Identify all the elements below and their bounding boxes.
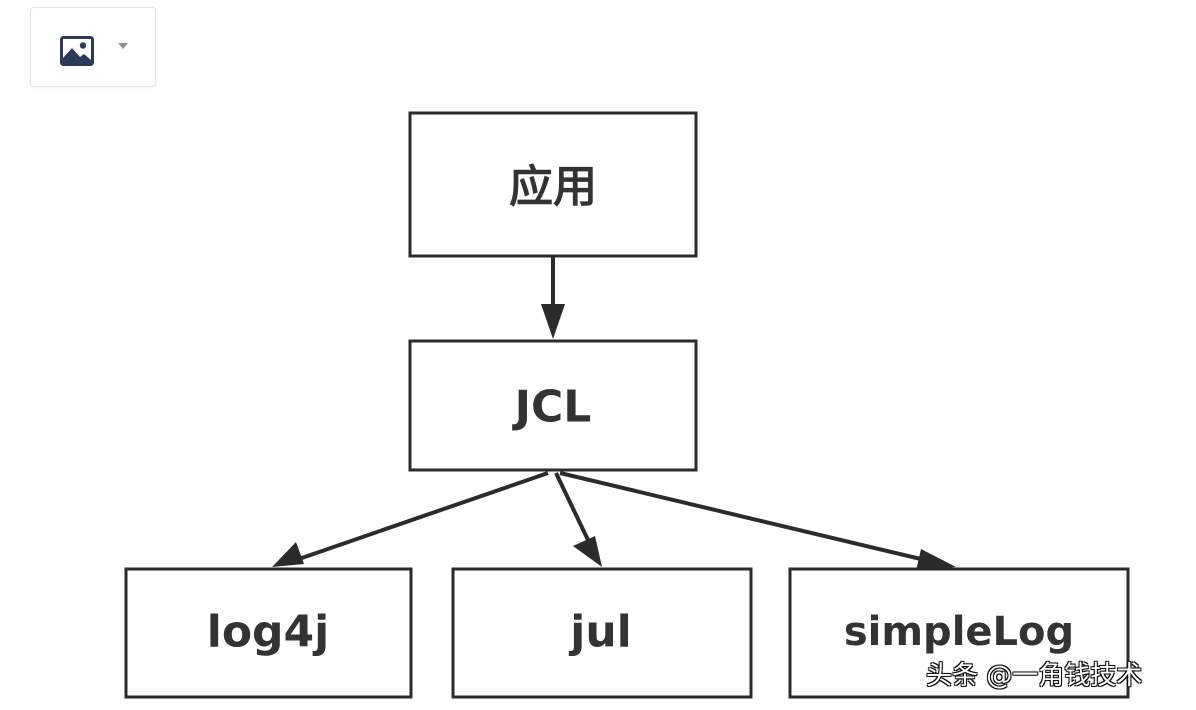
node-app-label: 应用	[509, 162, 597, 213]
node-app: 应用	[408, 111, 698, 258]
arrowhead-jul	[573, 536, 602, 567]
watermark: 头条 @一角钱技术	[926, 661, 1143, 691]
node-log4j: log4j	[124, 567, 413, 699]
node-simplelog-label: simpleLog	[844, 609, 1074, 655]
node-jcl: JCL	[408, 339, 698, 472]
image-insert-dropdown[interactable]	[30, 7, 156, 87]
arrowhead-simplelog	[916, 549, 956, 571]
image-icon	[60, 36, 94, 66]
node-simplelog: simpleLog	[788, 567, 1130, 699]
node-jul: jul	[451, 567, 753, 699]
node-log4j-label: log4j	[207, 607, 330, 658]
edges	[272, 256, 956, 571]
arrowhead-log4j	[272, 542, 304, 567]
arrowhead-jcl	[541, 304, 565, 339]
edge-jcl-to-simplelog	[559, 471, 926, 562]
edge-jcl-to-jul	[554, 472, 590, 541]
edge-jcl-to-log4j	[295, 471, 549, 562]
node-jcl-label: JCL	[512, 382, 592, 433]
node-jul-label: jul	[568, 607, 632, 658]
caret-down-icon[interactable]	[118, 43, 128, 50]
